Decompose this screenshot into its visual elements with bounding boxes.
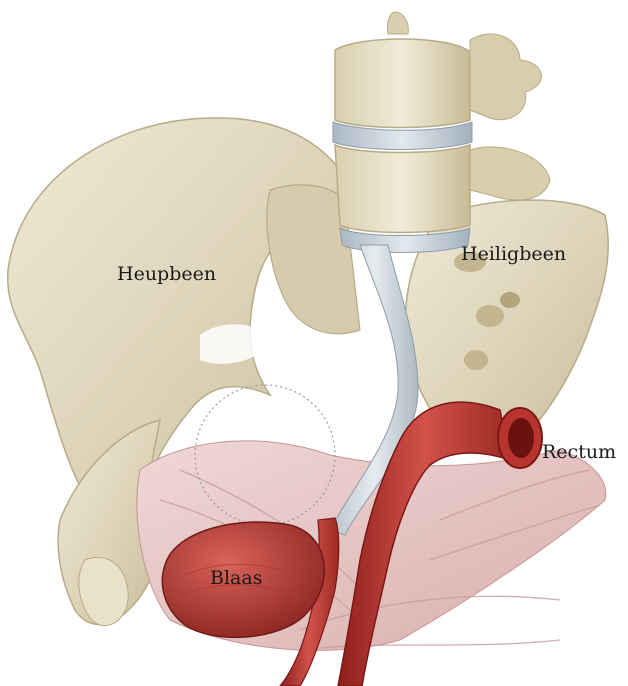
hip-bone-label: Heupbeen [117,263,216,285]
sacrum-label: Heiligbeen [461,243,566,265]
bladder-label: Blaas [210,567,262,589]
rectum-label: Rectum [542,441,616,463]
